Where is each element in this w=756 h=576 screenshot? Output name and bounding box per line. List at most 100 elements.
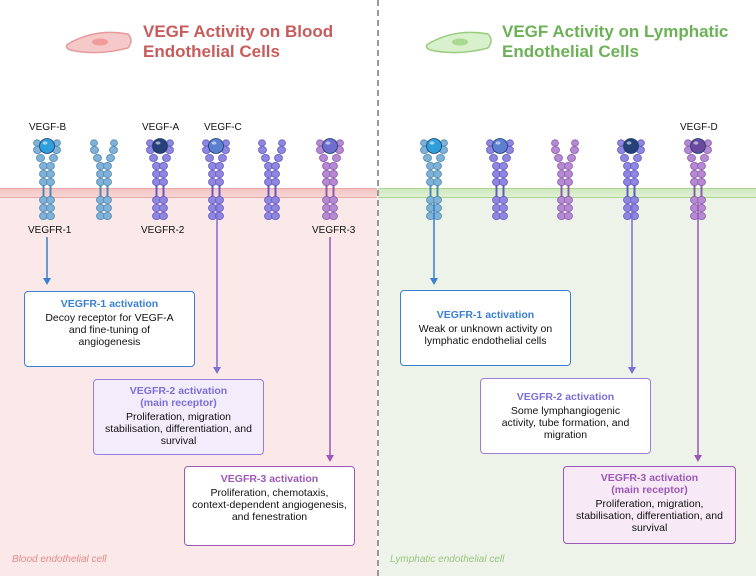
receptor-domain	[261, 153, 270, 162]
receptor-domain	[277, 145, 286, 154]
receptor-domain	[329, 161, 338, 170]
box-title: VEGFR-1 activation	[60, 298, 159, 310]
receptor-domain	[423, 153, 432, 162]
receptor-domain	[433, 195, 442, 204]
blood-cell-membrane	[0, 188, 377, 198]
ligand-highlight	[211, 141, 217, 145]
receptor-domain	[90, 139, 98, 147]
ligand-highlight	[325, 141, 331, 145]
receptor-domain	[697, 195, 706, 204]
receptor-domain	[218, 153, 227, 162]
receptor-domain	[49, 153, 58, 162]
receptor-domain	[329, 203, 338, 212]
ligand-icon	[426, 138, 442, 154]
receptor-domain	[215, 169, 224, 178]
receptor-label-vegfr1: VEGFR-1	[28, 225, 72, 236]
receptor-domain	[551, 145, 560, 154]
receptor-domain	[103, 203, 112, 212]
receptor-domain	[159, 211, 168, 220]
receptor-domain	[46, 161, 55, 170]
left-vegfr2-box: VEGFR-2 activation (main receptor) Proli…	[93, 379, 264, 455]
receptor-domain	[499, 195, 508, 204]
receptor-domain	[46, 195, 55, 204]
cell-nucleus-icon	[92, 38, 108, 46]
ligand-icon	[690, 138, 706, 154]
receptor-domain	[271, 177, 280, 186]
receptor-domain	[564, 169, 573, 178]
receptor-domain	[564, 195, 573, 204]
receptor-domain	[271, 203, 280, 212]
receptor-domain	[499, 203, 508, 212]
receptor-domain	[499, 211, 508, 220]
receptor-domain	[687, 153, 696, 162]
ligand-icon	[152, 138, 168, 154]
right-vegfr3-box: VEGFR-3 activation (main receptor) Proli…	[563, 466, 736, 544]
receptor-domain	[319, 153, 328, 162]
receptor-domain	[258, 145, 267, 154]
ligand-highlight	[42, 141, 48, 145]
receptor-domain	[502, 153, 511, 162]
receptor-domain	[103, 211, 112, 220]
box-title: VEGFR-3 activation	[220, 473, 319, 485]
receptor-domain	[697, 177, 706, 186]
receptor-domain	[46, 203, 55, 212]
receptor-domain	[46, 169, 55, 178]
receptor-domain	[329, 211, 338, 220]
receptor-domain	[103, 195, 112, 204]
receptor-domain	[620, 153, 629, 162]
receptor-domain	[499, 169, 508, 178]
receptor-domain	[36, 153, 45, 162]
receptor-domain	[162, 153, 171, 162]
left-vegfr3-box: VEGFR-3 activation Proliferation, chemot…	[184, 466, 355, 546]
receptor-domain	[278, 139, 286, 147]
ligand-highlight	[626, 141, 632, 145]
receptor-domain	[159, 203, 168, 212]
receptor-domain	[630, 161, 639, 170]
receptor-domain	[564, 203, 573, 212]
box-description: Proliferation, migration, stabilisation,…	[576, 498, 723, 534]
receptor-domain	[436, 153, 445, 162]
ligand-highlight	[155, 141, 161, 145]
ligand-label-vegf-a: VEGF-A	[142, 122, 180, 133]
receptor-domain	[205, 153, 214, 162]
receptor-domain	[567, 153, 576, 162]
ligand-label-vegf-c: VEGF-C	[204, 122, 242, 133]
receptor-domain	[499, 177, 508, 186]
receptor-domain	[159, 169, 168, 178]
receptor-domain	[215, 161, 224, 170]
receptor-domain	[700, 153, 709, 162]
receptor-domain	[159, 195, 168, 204]
ligand-highlight	[693, 141, 699, 145]
box-title: VEGFR-2 activation	[129, 385, 228, 397]
receptor-domain	[433, 177, 442, 186]
receptor-domain	[110, 139, 118, 147]
receptor-domain	[570, 145, 579, 154]
box-title: VEGFR-1 activation	[436, 309, 535, 321]
receptor-domain	[106, 153, 115, 162]
receptor-domain	[630, 177, 639, 186]
receptor-domain	[630, 195, 639, 204]
receptor-domain	[564, 177, 573, 186]
box-subtitle: (main receptor)	[611, 484, 688, 496]
box-title: VEGFR-2 activation	[516, 391, 615, 403]
receptor-domain	[489, 153, 498, 162]
receptor-domain	[215, 177, 224, 186]
lymphatic-cell-label: Lymphatic endothelial cell	[390, 554, 505, 565]
ligand-icon	[208, 138, 224, 154]
receptor-domain	[159, 177, 168, 186]
receptor-domain	[554, 153, 563, 162]
right-title-line2: Endothelial Cells	[502, 42, 639, 61]
receptor-domain	[258, 139, 266, 147]
left-title-line1: VEGF Activity on Blood	[143, 22, 334, 41]
ligand-icon	[623, 138, 639, 154]
receptor-domain	[697, 169, 706, 178]
receptor-domain	[564, 211, 573, 220]
receptor-domain	[149, 153, 158, 162]
receptor-domain	[433, 161, 442, 170]
right-vegfr2-box: VEGFR-2 activation Some lymphangiogenic …	[480, 378, 651, 454]
left-panel-title: VEGF Activity on Blood Endothelial Cells	[143, 22, 333, 62]
receptor-domain	[274, 153, 283, 162]
receptor-domain	[271, 169, 280, 178]
arrow-left-vegfr1-head	[43, 278, 51, 285]
ligand-icon	[492, 138, 508, 154]
